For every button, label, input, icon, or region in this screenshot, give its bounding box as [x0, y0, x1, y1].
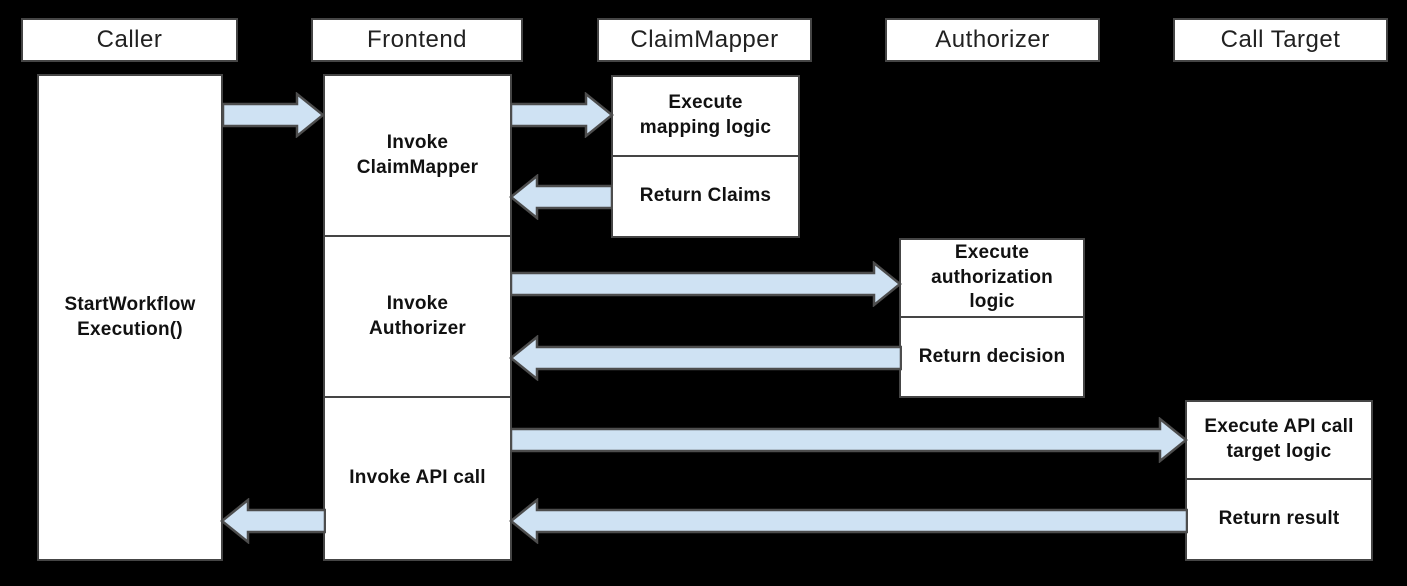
- claimmapper-execute-mapping-logic-box: Execute mapping logic: [611, 75, 800, 157]
- frontend-invoke-api-call-box: Invoke API call: [323, 396, 512, 561]
- lane-header-caller: Caller: [21, 18, 238, 62]
- calltarget-return-result-box: Return result: [1185, 478, 1373, 561]
- frontend-invoke-claimmapper-box: Invoke ClaimMapper: [323, 74, 512, 237]
- authorizer-return-decision-box: Return decision: [899, 316, 1085, 398]
- lane-header-claimmapper: ClaimMapper: [597, 18, 812, 62]
- frontend-invoke-authorizer-box: Invoke Authorizer: [323, 235, 512, 398]
- arrow-frontend-to-claimmapper-icon: [510, 92, 614, 138]
- lane-header-frontend: Frontend: [311, 18, 523, 62]
- claimmapper-return-claims-box: Return Claims: [611, 155, 800, 238]
- arrow-authorizer-to-frontend-icon: [509, 335, 902, 381]
- lane-header-authorizer: Authorizer: [885, 18, 1100, 62]
- caller-activation-box: StartWorkflow Execution(): [37, 74, 223, 561]
- arrow-claimmapper-to-frontend-icon: [509, 174, 613, 220]
- arrow-caller-to-frontend-icon: [222, 92, 325, 138]
- lane-header-call-target: Call Target: [1173, 18, 1388, 62]
- arrow-frontend-to-authorizer-icon: [510, 261, 902, 307]
- arrow-frontend-to-calltarget-icon: [510, 417, 1188, 463]
- calltarget-execute-api-call-target-logic-box: Execute API call target logic: [1185, 400, 1373, 480]
- arrow-calltarget-to-frontend-icon: [509, 498, 1188, 544]
- arrow-frontend-to-caller-icon: [220, 498, 326, 544]
- authorizer-execute-authorization-logic-box: Execute authorization logic: [899, 238, 1085, 318]
